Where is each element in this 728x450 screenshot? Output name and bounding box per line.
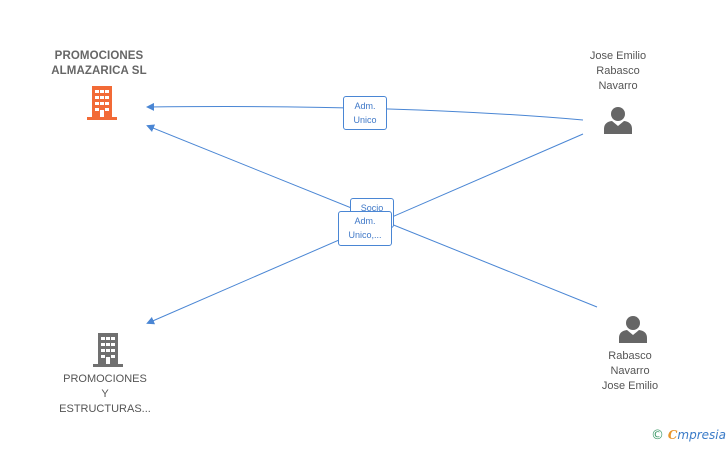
edge-label-socio-line1: Socio (360, 203, 384, 213)
brand-name: mpresia (677, 428, 726, 442)
person-icon[interactable] (603, 105, 633, 135)
edge-label-adm-unico[interactable]: Adm. Unico (343, 96, 387, 130)
copyright-symbol: © (651, 428, 664, 443)
company-second-name-line2: Y (101, 388, 109, 400)
company-main-name[interactable]: PROMOCIONES ALMAZARICA SL (40, 49, 158, 79)
person-top-name-line2: Rabasco (596, 65, 640, 77)
person-bottom-name-line3: Jose Emilio (601, 380, 659, 392)
edge-label-adm-unico-line1: Adm. (354, 101, 376, 111)
building-icon[interactable] (92, 333, 124, 367)
edge-label-adm-unico-multi-line1: Adm. (354, 216, 376, 226)
person-top-name-line1: Jose Emilio (589, 50, 647, 62)
empresia-logo[interactable]: © Cmpresia (651, 428, 726, 443)
person-bottom-name[interactable]: Rabasco Navarro Jose Emilio (580, 349, 680, 394)
person-bottom-name-line1: Rabasco (608, 350, 652, 362)
person-bottom-name-line2: Navarro (610, 365, 650, 377)
company-main-name-line2: ALMAZARICA SL (51, 65, 147, 77)
company-second-name-line3: ESTRUCTURAS... (59, 403, 151, 415)
company-second-name[interactable]: PROMOCIONES Y ESTRUCTURAS... (50, 372, 160, 417)
edge-label-adm-unico-multi-line2: Unico,... (348, 230, 382, 240)
brand-initial: C (667, 428, 678, 442)
company-main-name-line1: PROMOCIONES (54, 50, 144, 62)
building-icon[interactable] (86, 86, 118, 120)
person-top-name[interactable]: Jose Emilio Rabasco Navarro (568, 49, 668, 94)
company-second-name-line1: PROMOCIONES (63, 373, 147, 385)
person-icon[interactable] (618, 314, 648, 344)
person-top-name-line3: Navarro (598, 80, 638, 92)
edge-label-adm-unico-line2: Unico (353, 115, 377, 125)
edge-label-adm-unico-multi[interactable]: Adm. Unico,... (338, 211, 392, 246)
